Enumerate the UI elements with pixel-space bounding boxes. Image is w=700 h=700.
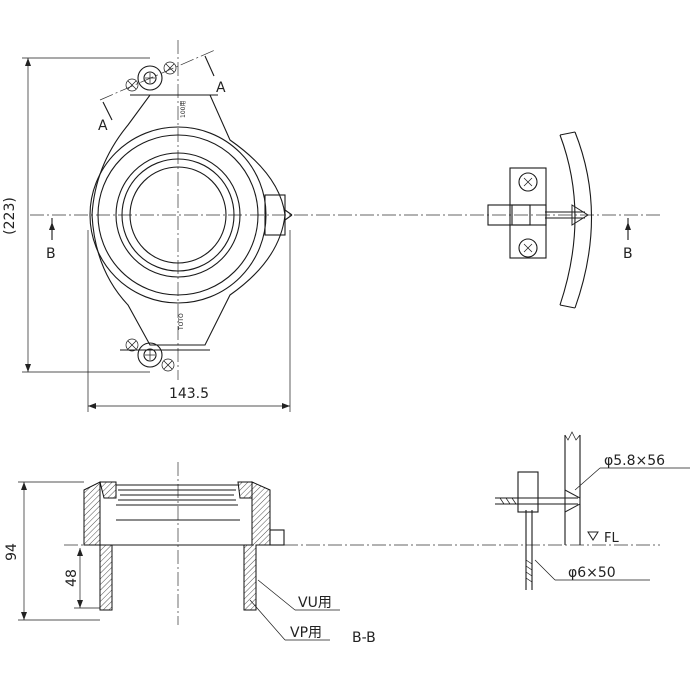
dim48-arrow-down [77,600,83,608]
left-lip [99,481,117,499]
right-lip [237,481,253,499]
dim-48-label: 48 [64,569,80,587]
pipe-bottom-cap [559,304,576,309]
pipe-top-cap [559,131,576,136]
section-view: 94 48 VU用 VP用 B-B [4,462,660,646]
section-b-left-label: B [46,246,56,262]
top-screw [125,61,177,92]
ring-4 [121,158,235,272]
right-wall-section [243,481,271,611]
section-a-right-label: A [216,80,226,96]
section-a-left-label: A [98,118,108,134]
section-title: B-B [352,630,376,646]
side-detail-bottom: φ5.8×56 φ6×50 FL [495,431,690,590]
tab-tip [284,209,293,216]
pipe-curve-right [574,131,593,309]
vu-label: VU用 [298,595,332,611]
screw1-leader [574,467,601,491]
screw1-head [564,489,581,513]
pipe-curve-left [559,134,576,306]
section-b-left-arrow [49,222,55,230]
dim48-arrow-up [77,548,83,556]
dim-arrow-right [282,403,290,409]
side-tab [264,194,286,236]
brand-mark: TOTO [178,313,185,331]
seal-band [116,484,238,501]
flange-outline [91,94,286,346]
section-b-right-arrow [625,222,631,230]
screw-head [571,204,589,226]
section-tab [269,529,285,546]
vp-leader [249,599,286,641]
tab-tip-2 [284,214,293,221]
screw2-leader [534,559,556,581]
bracket-screw-bottom [518,238,538,258]
dim-223-label: (223) [2,197,18,235]
left-wall-section [83,481,113,611]
section-a-left-arrow [102,101,113,121]
bracket-screw-top [518,172,538,192]
dim94-arrow-up [21,482,27,490]
side-detail-top [487,131,593,309]
screw2-thread [525,559,533,583]
vu-leader [257,579,296,611]
screw1-label: φ5.8×56 [604,453,665,469]
section-a-right-arrow [204,55,215,77]
ring-3 [115,152,241,278]
bracket-body [509,167,547,259]
screw1-thread [499,497,517,505]
bracket-center [511,204,531,226]
small-mark: 100用 [180,101,187,118]
dim-arrow-left [88,403,96,409]
dim-94-label: 94 [4,543,20,561]
fl-marker [587,531,599,541]
section-a-line [99,49,216,101]
dim-arrow-up [25,58,31,66]
screw2-label: φ6×50 [568,565,616,581]
wall-break [564,431,581,441]
dim-1435-label: 143.5 [169,386,209,402]
inner-bore [129,166,227,264]
dim94-arrow-down [21,612,27,620]
dim-arrow-down [25,364,31,372]
section-b-right-label: B [623,246,633,262]
bracket-section [517,471,539,513]
bottom-screw [125,338,175,372]
top-view: (223) 143.5 A A B B TOTO 100用 [2,40,660,412]
fl-label: FL [604,531,619,546]
vp-label: VP用 [290,625,322,641]
outer-ring [89,126,267,304]
ring-2 [97,134,259,296]
